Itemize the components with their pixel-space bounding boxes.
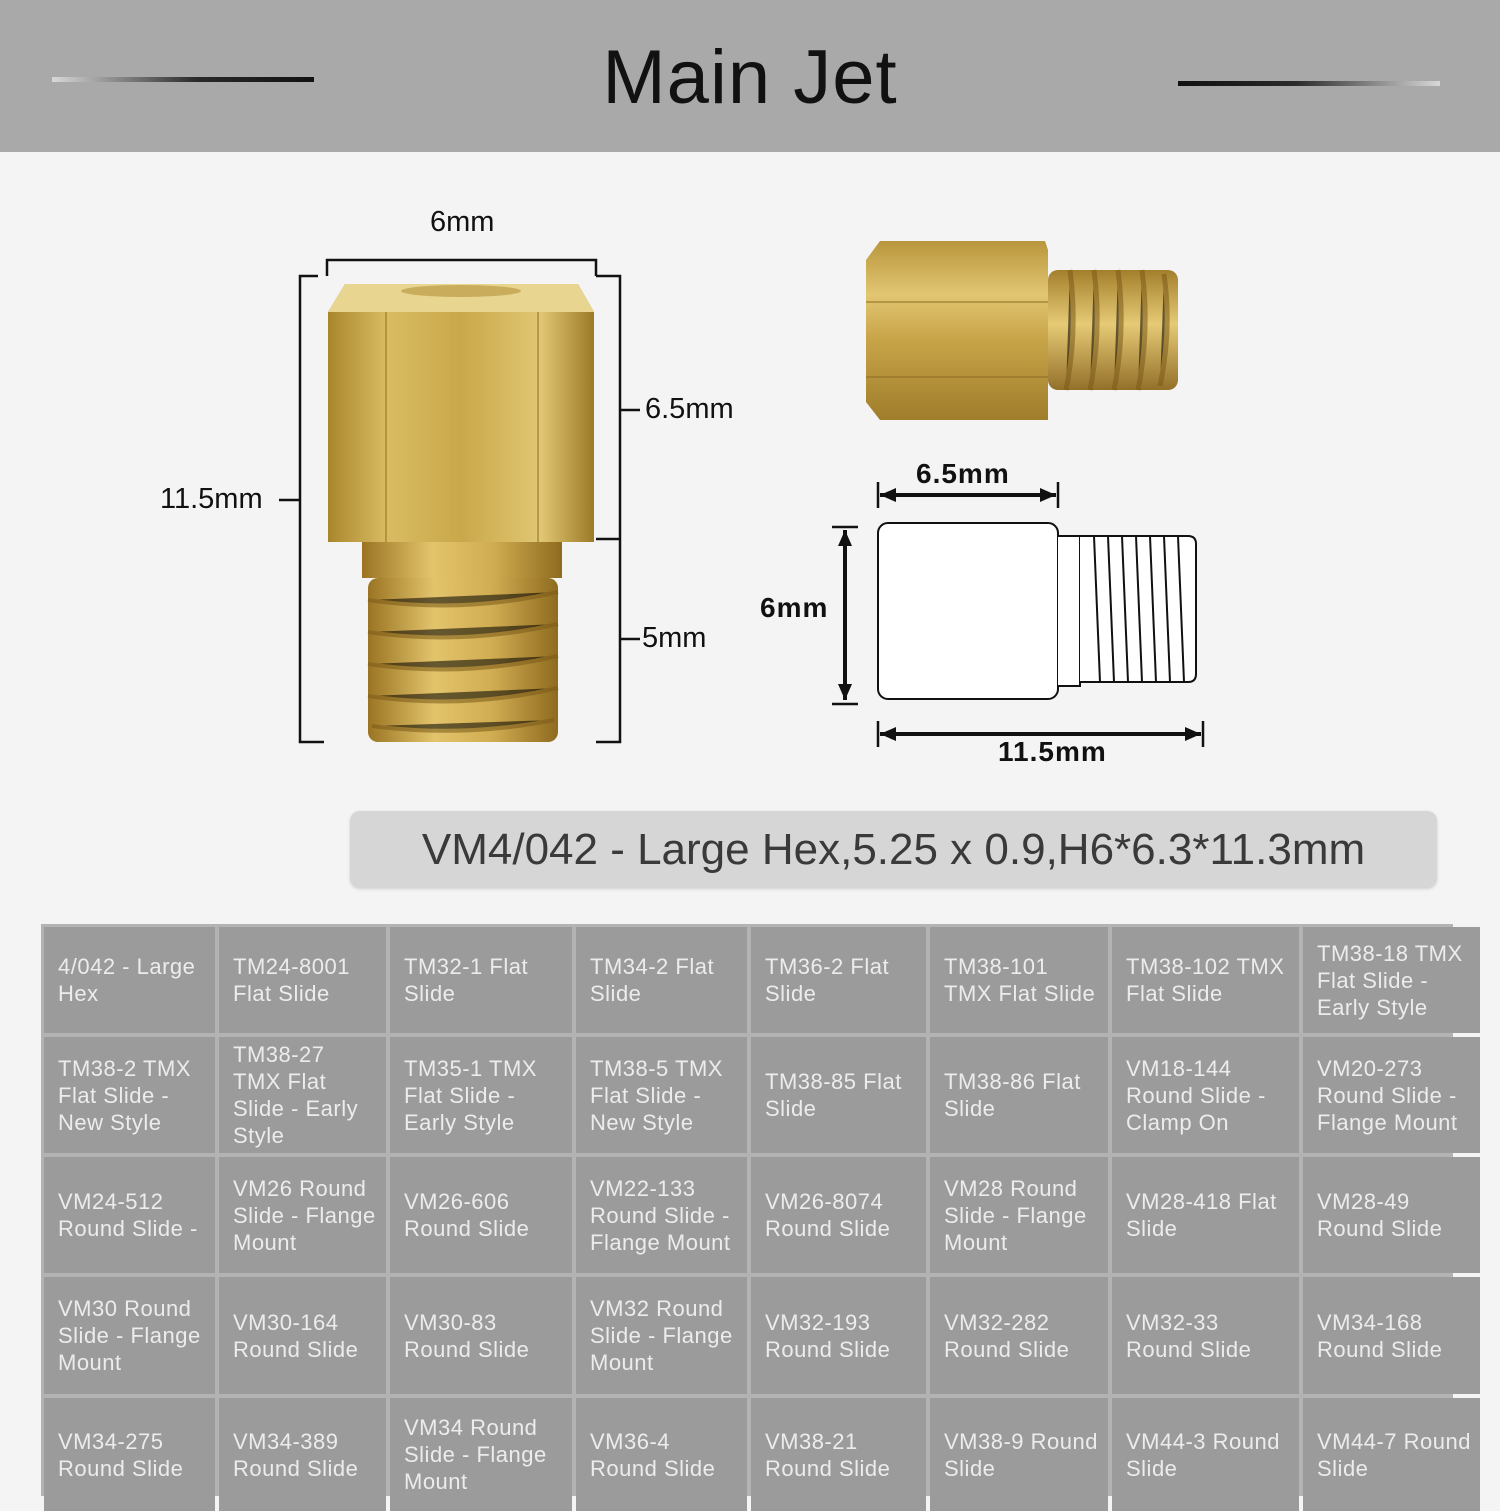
grid-cell: VM44-7 Round Slide [1303, 1398, 1480, 1511]
compatibility-grid: 4/042 - Large Hex TM24-8001 Flat Slide T… [41, 924, 1480, 1511]
side-height-label: 6mm [760, 592, 829, 623]
grid-cell: TM34-2 Flat Slide [576, 927, 747, 1033]
grid-cell: TM38-85 Flat Slide [751, 1037, 926, 1153]
side-hex-length-label: 6.5mm [916, 458, 1010, 489]
front-dimension-lines [279, 258, 640, 744]
grid-cell: VM34-168 Round Slide [1303, 1277, 1480, 1394]
grid-cell: VM36-4 Round Slide [576, 1398, 747, 1511]
grid-cell: TM24-8001 Flat Slide [219, 927, 386, 1033]
grid-cell: TM38-2 TMX Flat Slide - New Style [44, 1037, 215, 1153]
grid-cell: TM32-1 Flat Slide [390, 927, 572, 1033]
grid-cell: TM38-102 TMX Flat Slide [1112, 927, 1299, 1033]
grid-cell: TM38-86 Flat Slide [930, 1037, 1108, 1153]
side-jet-diagram [877, 522, 1197, 700]
header-banner: Main Jet [0, 0, 1500, 152]
grid-cell: VM30-83 Round Slide [390, 1277, 572, 1394]
spec-text: VM4/042 - Large Hex,5.25 x 0.9,H6*6.3*11… [421, 825, 1366, 874]
grid-cell: 4/042 - Large Hex [44, 927, 215, 1033]
side-jet-photo [866, 241, 1178, 420]
grid-cell: VM30-164 Round Slide [219, 1277, 386, 1394]
page-title: Main Jet [602, 35, 898, 120]
grid-cell: VM32-33 Round Slide [1112, 1277, 1299, 1394]
grid-cell: VM34 Round Slide - Flange Mount [390, 1398, 572, 1511]
grid-cell: VM28-418 Flat Slide [1112, 1157, 1299, 1273]
front-width-label: 6mm [430, 206, 495, 238]
grid-cell: VM26 Round Slide - Flange Mount [219, 1157, 386, 1273]
grid-cell: TM38-5 TMX Flat Slide - New Style [576, 1037, 747, 1153]
grid-cell: VM44-3 Round Slide [1112, 1398, 1299, 1511]
side-dimension-arrows [832, 482, 1205, 747]
grid-cell: VM34-275 Round Slide [44, 1398, 215, 1511]
spec-banner: VM4/042 - Large Hex,5.25 x 0.9,H6*6.3*11… [350, 811, 1437, 888]
grid-cell: VM20-273 Round Slide - Flange Mount [1303, 1037, 1480, 1153]
grid-cell: VM24-512 Round Slide - [44, 1157, 215, 1273]
jet-illustrations [279, 241, 1205, 747]
grid-cell: VM34-389 Round Slide [219, 1398, 386, 1511]
grid-cell: VM38-21 Round Slide [751, 1398, 926, 1511]
grid-cell: TM38-18 TMX Flat Slide - Early Style [1303, 927, 1480, 1033]
front-total-height-label: 11.5mm [160, 483, 263, 515]
grid-cell: VM22-133 Round Slide - Flange Mount [576, 1157, 747, 1273]
grid-cell: VM28 Round Slide - Flange Mount [930, 1157, 1108, 1273]
grid-cell: TM38-101 TMX Flat Slide [930, 927, 1108, 1033]
grid-cell: TM35-1 TMX Flat Slide - Early Style [390, 1037, 572, 1153]
side-total-length-label: 11.5mm [998, 736, 1107, 767]
grid-cell: VM32-282 Round Slide [930, 1277, 1108, 1394]
grid-cell: VM18-144 Round Slide - Clamp On [1112, 1037, 1299, 1153]
grid-cell: VM30 Round Slide - Flange Mount [44, 1277, 215, 1394]
grid-cell: VM28-49 Round Slide [1303, 1157, 1480, 1273]
grid-cell: TM36-2 Flat Slide [751, 927, 926, 1033]
grid-cell: VM26-606 Round Slide [390, 1157, 572, 1273]
header-rule-right [1178, 81, 1440, 86]
grid-cell: TM38-27 TMX Flat Slide - Early Style [219, 1037, 386, 1153]
front-thread-height-label: 5mm [642, 622, 707, 654]
front-jet-body [328, 284, 594, 742]
grid-cell: VM38-9 Round Slide [930, 1398, 1108, 1511]
grid-cell: VM32-193 Round Slide [751, 1277, 926, 1394]
grid-cell: VM32 Round Slide - Flange Mount [576, 1277, 747, 1394]
header-rule-left [52, 77, 314, 82]
front-hex-height-label: 6.5mm [645, 393, 734, 425]
grid-cell: VM26-8074 Round Slide [751, 1157, 926, 1273]
